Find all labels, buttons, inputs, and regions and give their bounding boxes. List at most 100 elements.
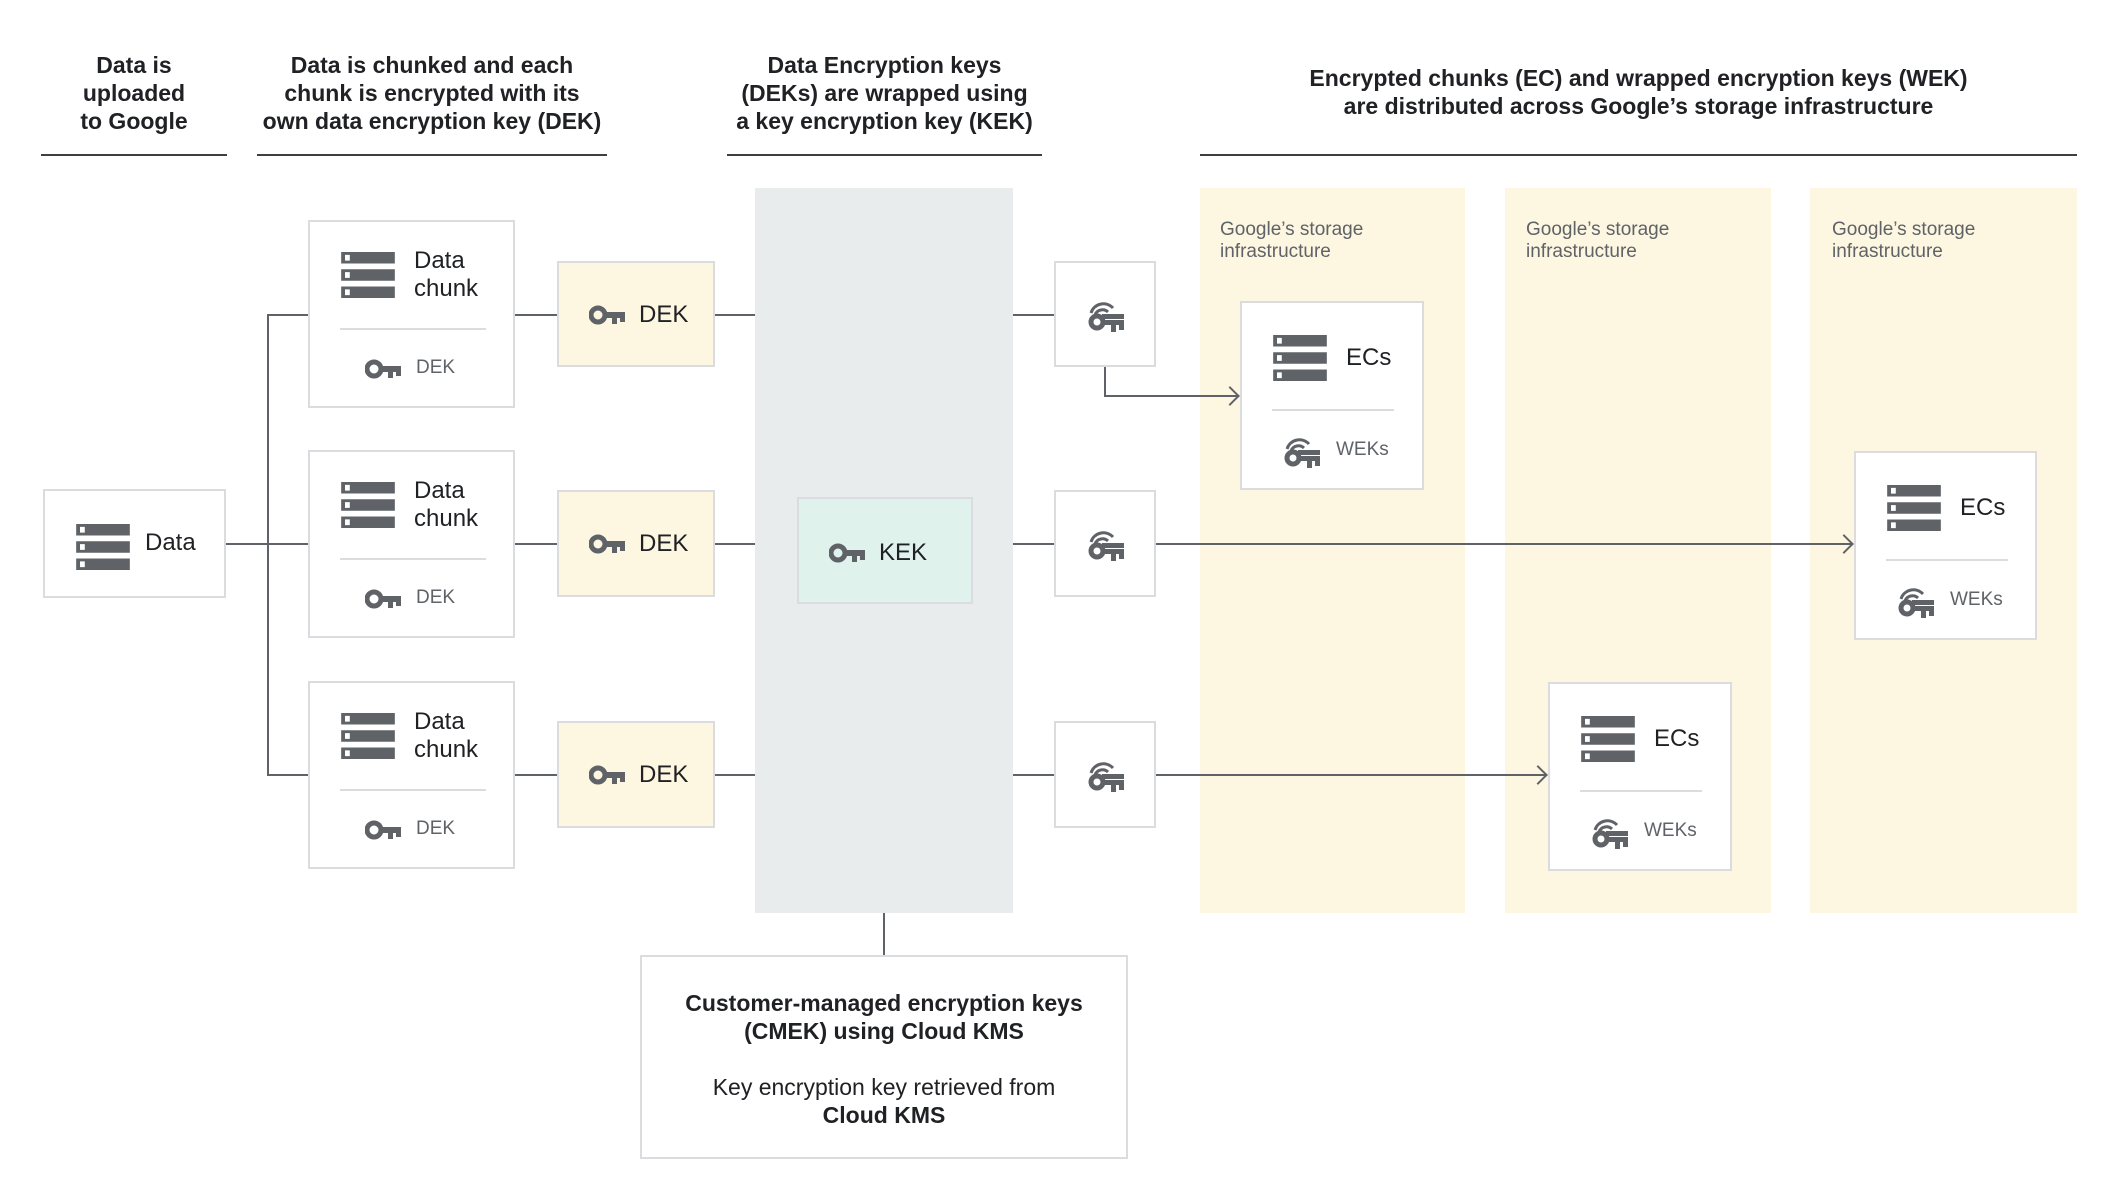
ec-box: ECs WEKs — [1240, 301, 1424, 490]
wek-label: WEKs — [1644, 820, 1697, 841]
header-underline — [257, 154, 607, 156]
storage-column-label: Google’s storage infrastructure — [1526, 219, 1669, 263]
dek-label: DEK — [416, 587, 456, 608]
label-line: chunk — [414, 505, 479, 532]
wrapped-key-box — [1054, 261, 1156, 367]
label-line: infrastructure — [1832, 241, 1943, 262]
label-line: Data — [414, 708, 465, 735]
wrapped-key-icon — [1088, 761, 1124, 793]
arrow-line — [1104, 395, 1237, 397]
server-icon — [75, 524, 131, 570]
header-underline — [41, 154, 227, 156]
header-line: are distributed across Google’s storage … — [1343, 93, 1934, 119]
wrapped-key-icon — [1088, 530, 1124, 562]
connector — [515, 543, 557, 545]
cmek-box: Customer-managed encryption keys (CMEK) … — [640, 955, 1128, 1159]
kek-box: KEK — [797, 497, 973, 604]
connector — [226, 543, 268, 545]
header-line: own data encryption key (DEK) — [262, 108, 602, 134]
cmek-body: Key encryption key retrieved from — [712, 1074, 1056, 1100]
server-icon — [340, 252, 396, 298]
header-line: to Google — [80, 108, 188, 134]
header-upload: Data is uploaded to Google — [41, 51, 227, 135]
ec-label: ECs — [1960, 494, 2006, 521]
arrow-line — [1156, 543, 1851, 545]
wrapped-key-box — [1054, 490, 1156, 597]
divider — [340, 328, 486, 330]
wrapped-key-box — [1054, 721, 1156, 828]
server-icon — [1886, 485, 1942, 531]
server-icon — [340, 482, 396, 528]
server-icon — [340, 713, 396, 759]
label-line: infrastructure — [1526, 241, 1637, 262]
label-line: Data — [414, 477, 465, 504]
header-line: Encrypted chunks (EC) and wrapped encryp… — [1309, 65, 1968, 91]
connector — [515, 774, 557, 776]
ec-box: ECs WEKs — [1548, 682, 1732, 871]
header-wrapping: Data Encryption keys (DEKs) are wrapped … — [717, 51, 1052, 135]
dek-label: DEK — [416, 818, 456, 839]
server-icon — [1580, 716, 1636, 762]
header-line: Data is — [96, 52, 172, 78]
connector — [1013, 774, 1054, 776]
dek-label: DEK — [639, 530, 689, 557]
header-line: chunk is encrypted with its — [284, 80, 580, 106]
connector — [1013, 314, 1054, 316]
ec-box: ECs WEKs — [1854, 451, 2037, 640]
header-line: a key encryption key (KEK) — [736, 108, 1033, 134]
wek-label: WEKs — [1336, 439, 1389, 460]
arrow-line — [1104, 367, 1106, 397]
label-line: Google’s storage — [1526, 219, 1670, 240]
data-box: Data — [43, 489, 226, 598]
key-icon — [365, 589, 401, 609]
server-icon — [1272, 335, 1328, 381]
header-distribution: Encrypted chunks (EC) and wrapped encryp… — [1200, 64, 2077, 120]
header-line: Data is chunked and each — [290, 52, 574, 78]
storage-column-1 — [1200, 188, 1465, 913]
dek-label: DEK — [639, 761, 689, 788]
cmek-body-bold: Cloud KMS — [822, 1102, 946, 1128]
dek-label: DEK — [639, 301, 689, 328]
data-label: Data — [145, 529, 196, 556]
dek-label: DEK — [416, 357, 456, 378]
header-underline — [1200, 154, 2077, 156]
cmek-title-line: Customer-managed encryption keys — [685, 990, 1083, 1016]
connector — [267, 543, 309, 545]
wrapped-key-icon — [1088, 301, 1124, 333]
connector — [883, 913, 885, 955]
cmek-title-line: (CMEK) using Cloud KMS — [744, 1018, 1024, 1044]
divider — [340, 789, 486, 791]
connector — [515, 314, 557, 316]
dek-box: DEK — [557, 721, 715, 828]
header-underline — [727, 154, 1042, 156]
connector — [1013, 543, 1054, 545]
connector — [267, 314, 269, 776]
key-icon — [589, 305, 625, 325]
key-icon — [589, 534, 625, 554]
connector — [267, 774, 309, 776]
connector — [715, 774, 755, 776]
header-chunking: Data is chunked and each chunk is encryp… — [257, 51, 607, 135]
connector — [715, 314, 755, 316]
label-line: infrastructure — [1220, 241, 1331, 262]
wrapped-key-icon — [1592, 818, 1628, 850]
cmek-text: Customer-managed encryption keys (CMEK) … — [642, 989, 1126, 1129]
label-line: Data — [414, 247, 465, 274]
divider — [1272, 409, 1394, 411]
dek-box: DEK — [557, 261, 715, 367]
wek-label: WEKs — [1950, 589, 2003, 610]
header-line: uploaded — [82, 80, 186, 106]
dek-box: DEK — [557, 490, 715, 597]
key-icon — [589, 765, 625, 785]
divider — [340, 558, 486, 560]
wrapped-key-icon — [1284, 437, 1320, 469]
ec-label: ECs — [1346, 344, 1392, 371]
header-line: Data Encryption keys — [767, 52, 1002, 78]
divider — [1580, 790, 1702, 792]
label-line: chunk — [414, 275, 479, 302]
divider — [1886, 559, 2008, 561]
